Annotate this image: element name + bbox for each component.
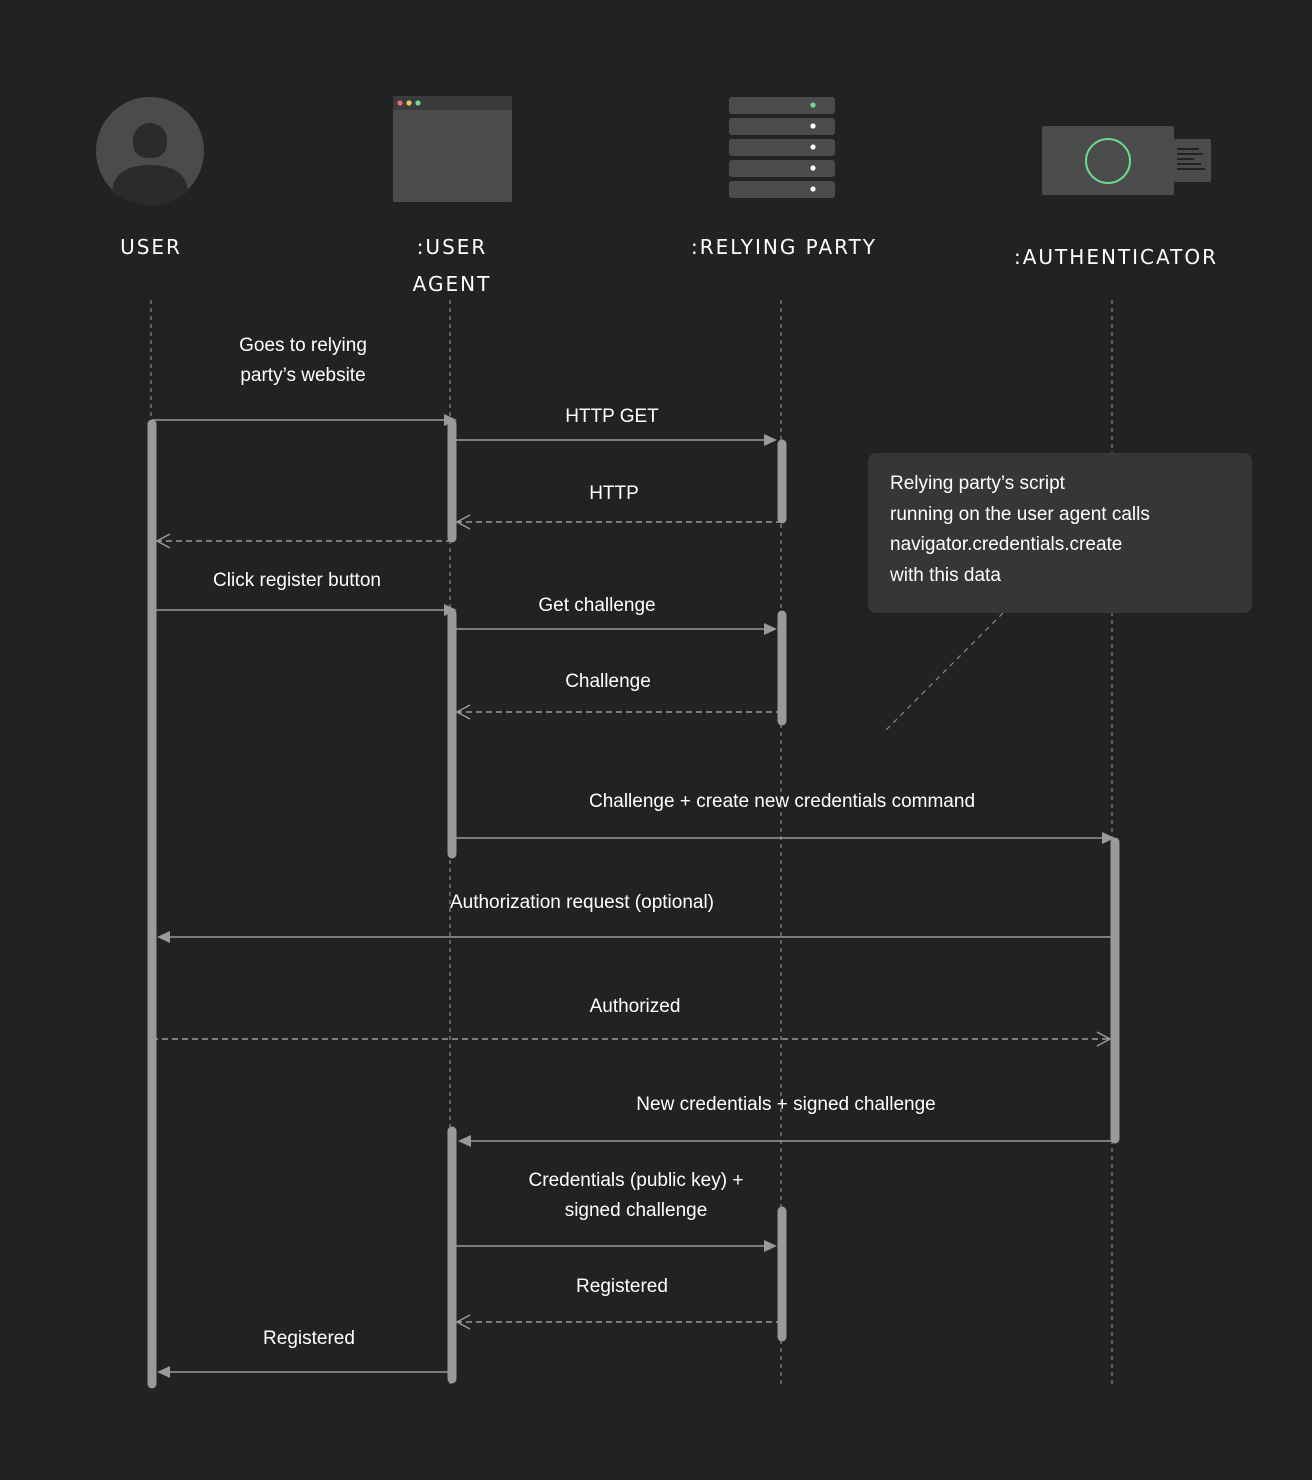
browser-window-icon (393, 96, 512, 202)
participant-label-agent-line-2: AGENT (412, 272, 492, 296)
message-arrow-m10 (152, 1031, 1112, 1047)
participant-label-agent-line-1: :USER (416, 235, 488, 259)
message-arrow-m3 (455, 514, 782, 530)
message-label: Registered (209, 1324, 409, 1354)
note-connector (883, 612, 1004, 733)
message-label: Registered (522, 1272, 722, 1302)
message-label-line: Registered (263, 1328, 355, 1349)
arrow-head-filled (764, 1240, 777, 1252)
activation-bars (147, 419, 1120, 1389)
server-icon (729, 97, 835, 198)
message-label-line: Click register button (213, 570, 381, 591)
arrow-head-filled (157, 1366, 170, 1378)
arrow-head-open (455, 704, 471, 720)
message-label-line: Goes to relying (239, 335, 367, 356)
arrow-head-filled (458, 1135, 471, 1147)
note-box: Relying party’s script running on the us… (868, 453, 1252, 613)
note-line: running on the user agent calls (890, 503, 1150, 525)
message-arrow-m2 (452, 434, 777, 446)
message-label-line: Credentials (public key) + (528, 1170, 744, 1191)
arrow-head-filled (444, 414, 457, 426)
message-arrow-m8 (452, 832, 1115, 844)
note-line: Relying party’s script (890, 473, 1065, 494)
message-label-line: HTTP GET (565, 406, 659, 427)
message-arrow-m1 (152, 414, 457, 426)
arrow-head-open (155, 533, 171, 549)
message-label: Goes to relying party’s website (203, 331, 403, 391)
note-line: with this data (890, 564, 1001, 586)
arrow-head-filled (1102, 832, 1115, 844)
participant-label-relying-party: :RELYING PARTY (690, 235, 878, 259)
message-label: New credentials + signed challenge (576, 1090, 996, 1120)
arrow-head-filled (764, 434, 777, 446)
message-label-line: signed challenge (564, 1200, 708, 1221)
participant-label-user: USER (120, 235, 182, 259)
arrow-head-filled (157, 931, 170, 943)
message-label-line: New credentials + signed challenge (636, 1094, 936, 1115)
message-label: Get challenge (487, 591, 707, 621)
message-arrow-m7 (455, 704, 782, 720)
security-key-icon (1042, 126, 1211, 195)
arrow-head-filled (764, 623, 777, 635)
message-label-line: Registered (576, 1276, 668, 1297)
message-label-line: Challenge + create new credentials comma… (588, 791, 976, 812)
message-label-line: Get challenge (538, 595, 656, 616)
message-arrow-m6 (452, 623, 777, 635)
message-label-line: HTTP (589, 483, 639, 504)
arrow-head-filled (444, 604, 457, 616)
message-label: Authorized (535, 992, 735, 1022)
participant-label-agent: :USER AGENT (382, 229, 522, 303)
message-label: HTTP (514, 479, 714, 509)
message-label: Credentials (public key) + signed challe… (486, 1166, 786, 1226)
arrow-head-open (1096, 1031, 1112, 1047)
message-label: HTTP GET (512, 402, 712, 432)
message-label: Challenge + create new credentials comma… (532, 787, 1032, 817)
message-label: Click register button (167, 566, 427, 596)
message-label-line: Authorized (589, 996, 681, 1017)
message-arrow-m12 (452, 1240, 777, 1252)
arrow-head-open (455, 514, 471, 530)
message-label: Challenge (508, 667, 708, 697)
message-label-line: Challenge (565, 671, 651, 692)
arrow-head-open (455, 1314, 471, 1330)
participant-label-authenticator: :AUTHENTICATOR (1014, 245, 1218, 269)
message-arrows (152, 414, 1115, 1378)
note-line: navigator.credentials.create (890, 534, 1123, 555)
message-arrow-m4 (155, 533, 452, 549)
message-arrow-m9 (157, 931, 1115, 943)
message-label-line: party’s website (240, 365, 366, 386)
message-arrow-m14 (157, 1366, 452, 1378)
message-arrow-m5 (152, 604, 457, 616)
message-arrow-m11 (458, 1135, 1115, 1147)
message-label-line: Authorization request (optional) (449, 892, 715, 913)
message-arrow-m13 (455, 1314, 782, 1330)
message-label: Authorization request (optional) (402, 888, 762, 918)
user-avatar-icon (96, 97, 204, 205)
